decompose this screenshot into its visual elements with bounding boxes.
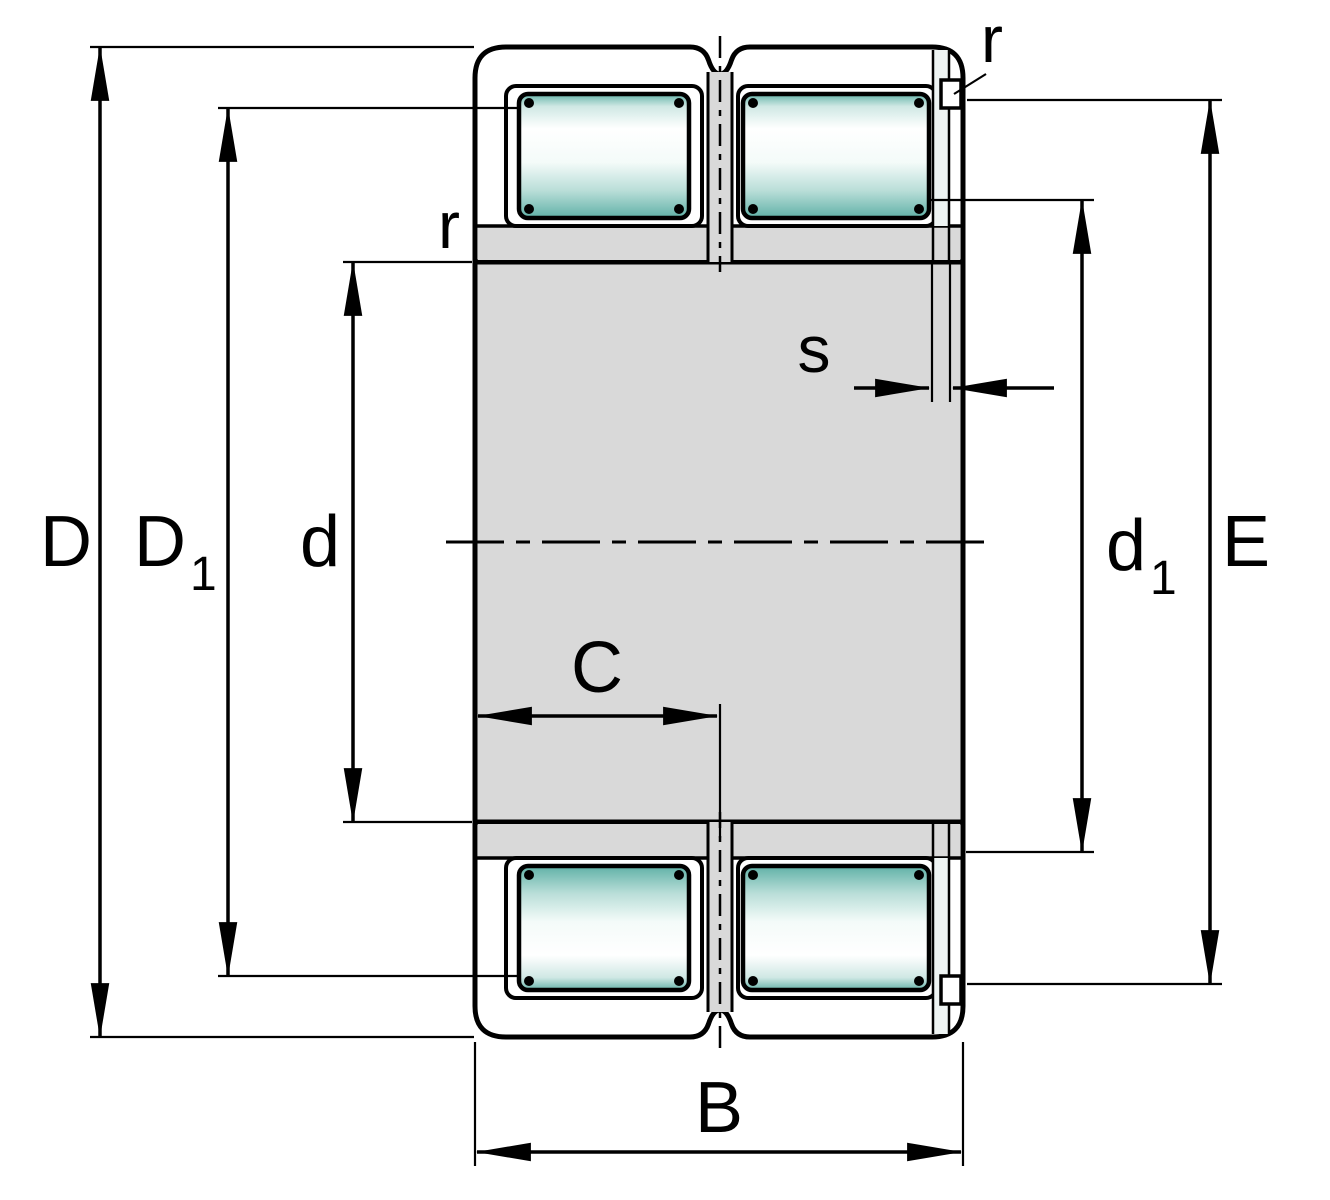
dim-label-D1-base: D <box>134 502 186 582</box>
dim-label-C: C <box>571 628 623 708</box>
dim-label-r-outer: r <box>981 2 1003 76</box>
dim-label-D1: D1 <box>134 502 217 601</box>
outer-ring-top-section <box>472 36 966 272</box>
dim-s: s <box>798 264 1054 402</box>
dim-label-D: D <box>40 502 92 582</box>
snap-ring <box>939 78 963 110</box>
dim-label-E: E <box>1222 502 1270 582</box>
dim-E: E <box>967 98 1270 986</box>
leader-r-outer <box>953 73 987 95</box>
dim-label-B: B <box>695 1068 743 1148</box>
roller-right <box>740 91 932 221</box>
dim-label-d1: d1 <box>1106 506 1177 605</box>
dim-label-d: d <box>300 502 340 582</box>
dim-label-d1-sub: 1 <box>1150 552 1177 605</box>
dim-label-D1-sub: 1 <box>190 548 217 601</box>
dim-D1: D1 <box>134 106 519 978</box>
dim-d1: d1 <box>930 198 1177 854</box>
dim-label-d1-base: d <box>1106 506 1146 586</box>
dim-B: B <box>473 1042 965 1166</box>
roller-corner-reliefs <box>524 98 924 214</box>
dim-d: d <box>300 260 472 824</box>
outer-ring-bottom-section <box>475 812 963 1048</box>
dim-r-inner: r <box>438 188 460 262</box>
dim-r-outer: r <box>953 2 1003 95</box>
dim-label-r-inner: r <box>438 188 460 262</box>
dim-D: D <box>40 45 474 1039</box>
dim-C: C <box>476 628 722 838</box>
dim-label-s: s <box>798 312 831 386</box>
roller-left <box>516 91 692 221</box>
